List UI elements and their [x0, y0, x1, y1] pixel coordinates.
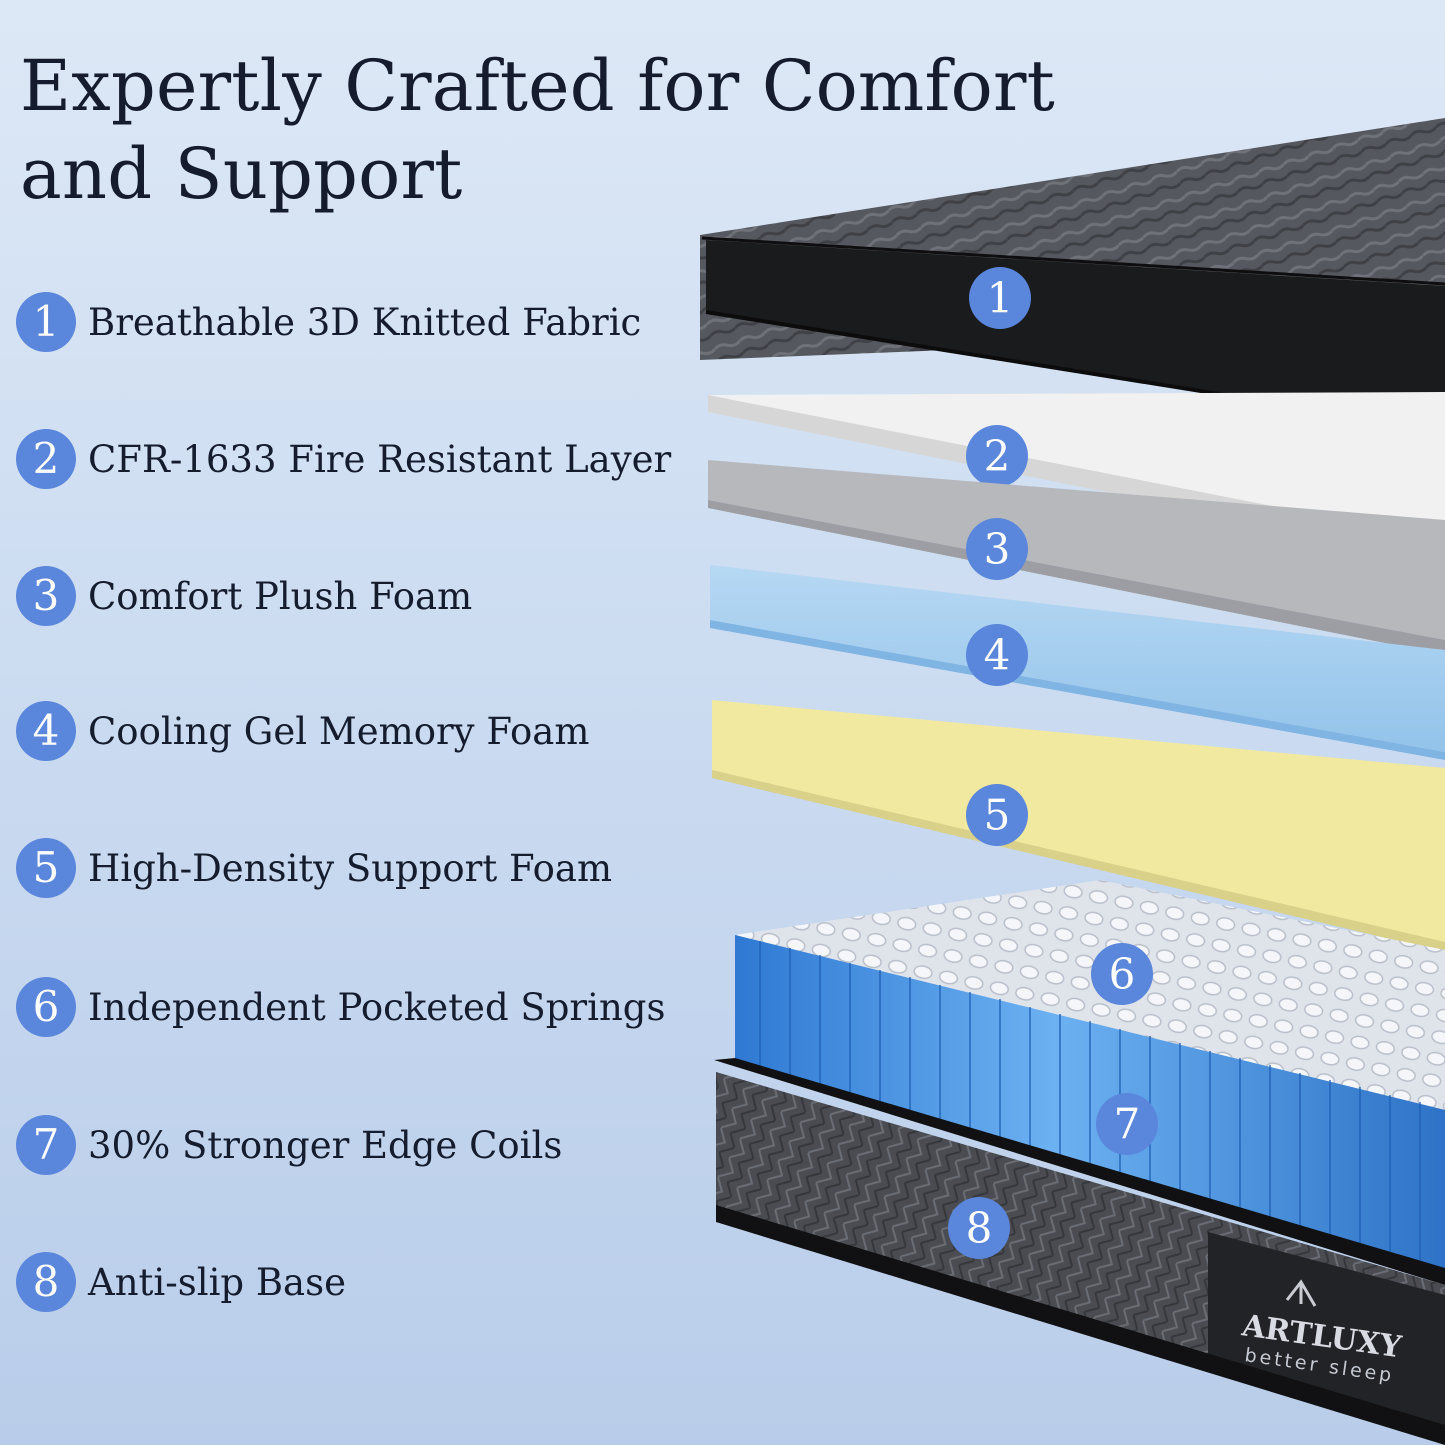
- feature-number-badge: 7: [16, 1115, 76, 1175]
- feature-item-support-foam: 5 High-Density Support Foam: [16, 836, 612, 900]
- layer-fabric-top: 1: [700, 118, 1445, 432]
- feature-number-badge: 4: [16, 701, 76, 761]
- feature-item-gel-foam: 4 Cooling Gel Memory Foam: [16, 699, 589, 763]
- feature-label: Breathable 3D Knitted Fabric: [88, 300, 642, 344]
- feature-label: High-Density Support Foam: [88, 846, 613, 890]
- layer-plush-foam: 3: [708, 460, 1445, 655]
- feature-label: Anti-slip Base: [88, 1260, 346, 1304]
- feature-number-badge: 3: [16, 566, 76, 626]
- diagram-number: 3: [984, 525, 1011, 574]
- feature-number-badge: 8: [16, 1252, 76, 1312]
- feature-label: Independent Pocketed Springs: [88, 985, 666, 1029]
- brand-mark-icon: [1285, 1279, 1317, 1307]
- feature-item-pocketed-springs: 6 Independent Pocketed Springs: [16, 975, 665, 1039]
- feature-item-fabric: 1 Breathable 3D Knitted Fabric: [16, 290, 641, 354]
- diagram-badge-4: [966, 624, 1028, 686]
- diagram-number: 8: [966, 1204, 993, 1253]
- layer-support-foam: 5: [712, 700, 1445, 952]
- headline: Expertly Crafted for Comfort and Support: [20, 42, 1160, 218]
- feature-item-fire-layer: 2 CFR-1633 Fire Resistant Layer: [16, 427, 671, 491]
- feature-item-edge-coils: 7 30% Stronger Edge Coils: [16, 1113, 562, 1177]
- layer-anti-slip-base: 8 ARTLUXY better sleep: [714, 1058, 1445, 1445]
- feature-number-badge: 2: [16, 429, 76, 489]
- diagram-badge-1: [969, 267, 1031, 329]
- feature-item-anti-slip-base: 8 Anti-slip Base: [16, 1250, 346, 1314]
- feature-label: Cooling Gel Memory Foam: [88, 709, 590, 753]
- diagram-number: 7: [1114, 1100, 1141, 1149]
- diagram-badge-5: [966, 784, 1028, 846]
- diagram-number: 4: [984, 631, 1011, 680]
- headline-line-2: and Support: [20, 133, 463, 215]
- feature-number-badge: 6: [16, 977, 76, 1037]
- diagram-number: 1: [987, 274, 1014, 323]
- layer-pocketed-springs: 6 7: [735, 880, 1445, 1275]
- feature-label: CFR-1633 Fire Resistant Layer: [88, 437, 672, 481]
- headline-line-1: Expertly Crafted for Comfort: [20, 45, 1055, 127]
- diagram-badge-6: [1091, 943, 1153, 1005]
- diagram-number: 6: [1109, 950, 1136, 999]
- feature-number-badge: 1: [16, 292, 76, 352]
- diagram-badge-3: [966, 518, 1028, 580]
- feature-item-plush-foam: 3 Comfort Plush Foam: [16, 564, 472, 628]
- diagram-badge-7: [1096, 1093, 1158, 1155]
- diagram-badge-8: [948, 1197, 1010, 1259]
- layer-gel-foam: 4: [710, 565, 1445, 760]
- diagram-badge-2: [966, 425, 1028, 487]
- diagram-number: 2: [984, 432, 1011, 481]
- feature-number-badge: 5: [16, 838, 76, 898]
- diagram-number: 5: [984, 791, 1011, 840]
- feature-label: Comfort Plush Foam: [88, 574, 473, 618]
- feature-label: 30% Stronger Edge Coils: [88, 1123, 563, 1167]
